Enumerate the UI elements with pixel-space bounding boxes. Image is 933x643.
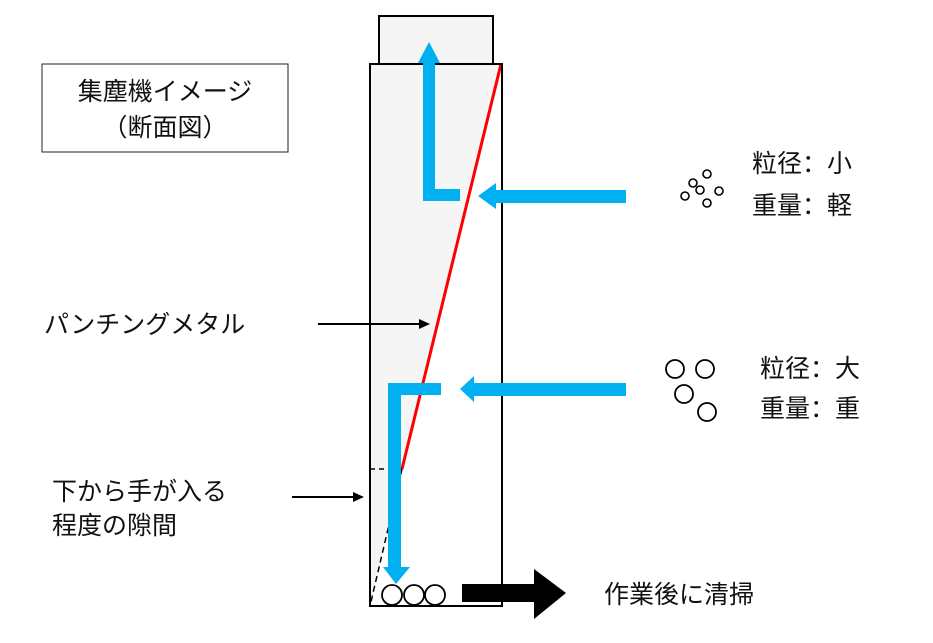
cleaning-arrow: [462, 569, 566, 619]
lower-flow-arrow: [383, 383, 441, 584]
title-box: 集塵機イメージ （断面図）: [41, 63, 289, 153]
collected-particles: [381, 584, 446, 606]
title-line1: 集塵機イメージ: [78, 77, 253, 106]
upper-inlet-arrow: [478, 183, 626, 209]
large-weight-label: 重量：重: [760, 394, 860, 423]
upper-flow-arrow: [418, 42, 460, 201]
gap-label-line1: 下から手が入る: [52, 477, 227, 506]
small-weight-label: 重量：軽: [752, 191, 852, 220]
gap-label-line2: 程度の隙間: [52, 511, 177, 540]
small-particles-icon: [680, 169, 724, 208]
small-size-label: 粒径：小: [752, 149, 852, 178]
title-line2: （断面図）: [102, 113, 227, 142]
large-particles-icon: [665, 359, 717, 422]
large-size-label: 粒径：大: [760, 354, 860, 383]
cleaning-label: 作業後に清掃: [604, 580, 754, 609]
shaded-chamber: [371, 65, 500, 605]
lower-inlet-arrow: [460, 376, 626, 402]
punching-metal-line: [400, 63, 503, 470]
punching-metal-pointer: [318, 319, 430, 329]
punching-metal-label: パンチングメタル: [44, 310, 245, 339]
gap-pointer: [292, 492, 364, 502]
